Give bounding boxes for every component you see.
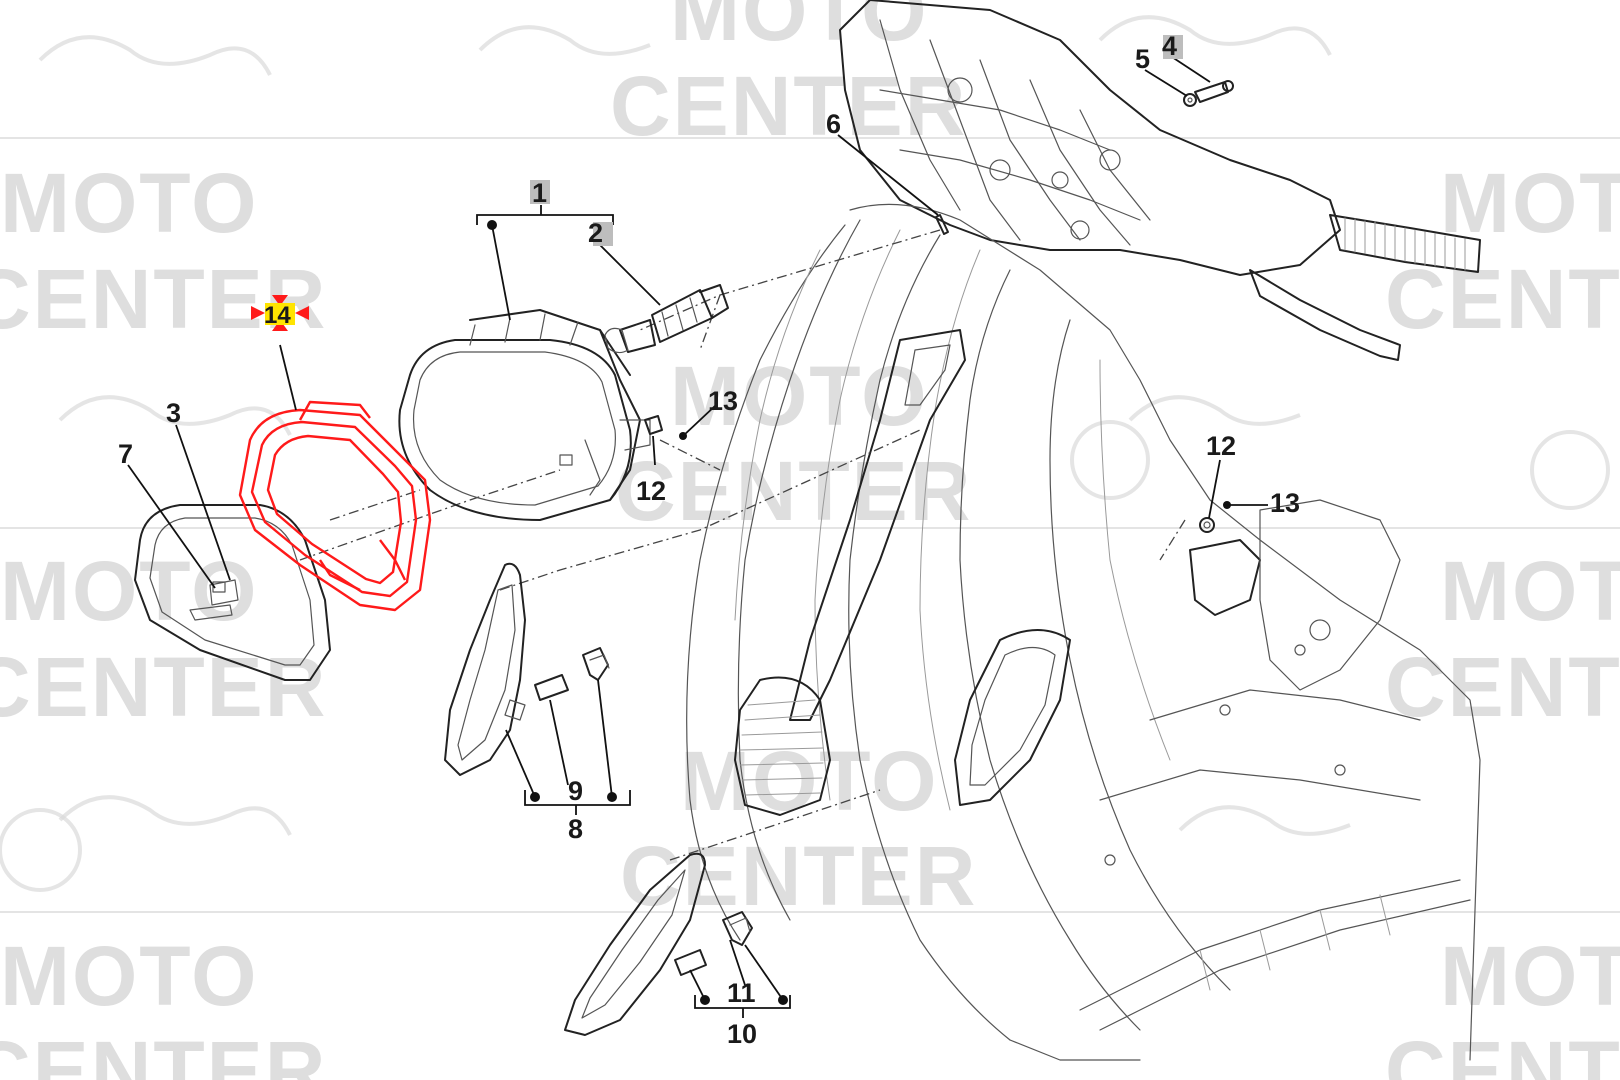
- watermark-moto-text: MOTO: [1440, 156, 1620, 250]
- watermark-moto-text: MOTO: [1440, 544, 1620, 638]
- screw-part-4[interactable]: [1194, 80, 1234, 103]
- callout-11: 11: [727, 978, 756, 1008]
- callout-3: 3: [166, 398, 181, 428]
- callout-12-left: 12: [636, 476, 666, 506]
- callout-14: 14: [264, 302, 291, 329]
- callout-6: 6: [826, 109, 841, 139]
- left-turn-signal-part-8[interactable]: [444, 562, 526, 776]
- headlamp-trim-part-14-highlighted[interactable]: [238, 400, 432, 612]
- callout-5: 5: [1135, 44, 1150, 74]
- callout-2: 2: [588, 218, 603, 248]
- watermark-center-text: CENTER: [1385, 1024, 1620, 1080]
- watermark-center-text: CENTER: [0, 1024, 327, 1080]
- watermark-moto-text: MOTO: [0, 929, 258, 1023]
- lower-turn-signal-bulb-part-11[interactable]: [674, 911, 753, 976]
- clip-part-12-left[interactable]: [644, 415, 663, 435]
- callout-13-right: 13: [1270, 488, 1300, 518]
- headlamp-frame-part-3[interactable]: [134, 504, 331, 681]
- bulb-part-2[interactable]: [604, 284, 729, 354]
- watermark-moto-text: MOTO: [0, 544, 258, 638]
- callout-labels: 1 2 3 4 5 6 7 8 9 10 11 12 12 13 13 14: [118, 31, 1300, 1049]
- watermark-center-text: CENTER: [610, 59, 967, 153]
- watermark-moto-text: MOTO: [1440, 929, 1620, 1023]
- callout-12-right: 12: [1206, 431, 1236, 461]
- leader-lines: [127, 56, 1268, 1018]
- washer-part-5[interactable]: [1183, 93, 1197, 107]
- callout-4: 4: [1162, 31, 1177, 61]
- callout-9: 9: [568, 776, 583, 806]
- assembly-lines: [299, 229, 1186, 861]
- watermark-center-text: CENTER: [1385, 252, 1620, 346]
- watermark-moto-text: MOTO: [680, 734, 938, 828]
- watermark-center-text: CENTER: [0, 252, 327, 346]
- scooter-body-drawing: [686, 0, 1481, 1061]
- selected-part-marker[interactable]: [251, 295, 309, 331]
- callout-10: 10: [727, 1019, 757, 1049]
- callout-13-left: 13: [708, 386, 738, 416]
- nut-part-12-right[interactable]: [1199, 517, 1215, 533]
- watermark-center-text: CENTER: [1385, 640, 1620, 734]
- screw-part-6[interactable]: [935, 214, 949, 235]
- headlamp-assembly-part-1[interactable]: [398, 309, 651, 521]
- callout-1: 1: [532, 178, 547, 208]
- watermark-center-text: CENTER: [0, 640, 327, 734]
- lower-turn-signal-part-10[interactable]: [564, 852, 706, 1036]
- watermark-logo: [0, 15, 1610, 892]
- frame-screw-part-7[interactable]: [212, 581, 226, 593]
- handlebar-assembly: [839, 0, 1481, 361]
- callout-7: 7: [118, 439, 133, 469]
- leg-shield: [686, 203, 1481, 1061]
- callout-8: 8: [568, 814, 583, 844]
- watermark-moto-text: MOTO: [0, 156, 258, 250]
- watermark-moto-text: MOTO: [670, 0, 928, 58]
- watermark-center-text: CENTER: [615, 444, 972, 538]
- turn-signal-bulb-part-9[interactable]: [534, 647, 610, 701]
